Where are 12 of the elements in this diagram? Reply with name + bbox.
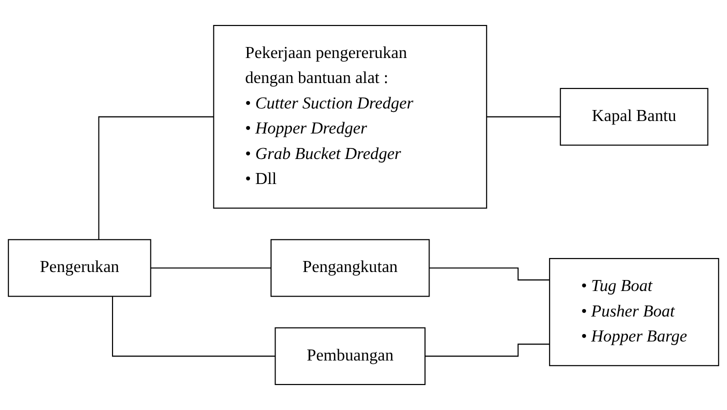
node-box: Pekerjaan pengererukan dengan bantuan alat : • Cutter Suction Dredger • Hopper Dredger • Grab Bucket Dredger • Dll — [213, 24, 488, 209]
connector — [486, 116, 560, 118]
connector — [424, 344, 550, 357]
connector — [112, 296, 276, 357]
connector — [150, 267, 272, 268]
node-box: Pengangkutan — [270, 239, 430, 297]
node-box: Pengerukan — [8, 239, 152, 297]
node-box: • Tug Boat • Pusher Boat • Hopper Barge — [549, 258, 720, 366]
node-box: Pembuangan — [274, 327, 426, 386]
connector — [428, 267, 550, 280]
node-box: Kapal Bantu — [560, 88, 708, 146]
connector — [98, 116, 214, 240]
